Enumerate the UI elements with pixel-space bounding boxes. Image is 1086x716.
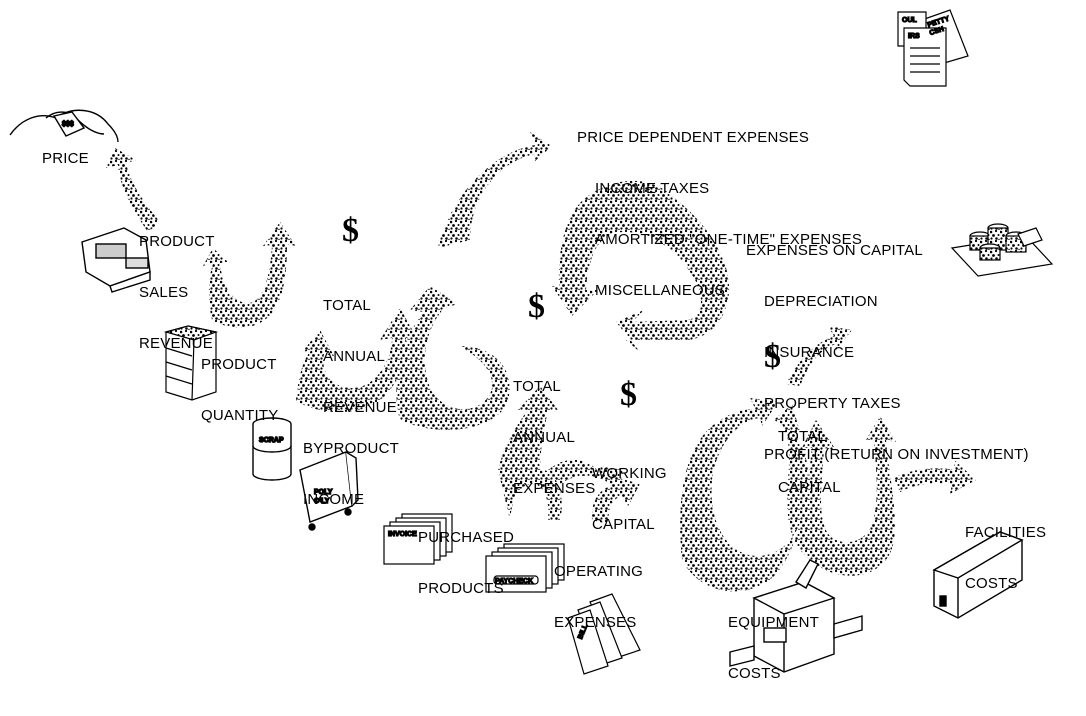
irs-text: IRS — [908, 33, 920, 40]
product-sales-revenue-line-2: SALES — [139, 284, 215, 301]
price-label: PRICE — [42, 150, 89, 167]
product-quantity-label: PRODUCT QUANTITY — [201, 322, 278, 458]
expenses-on-capital-heading: EXPENSES ON CAPITAL — [746, 242, 1029, 259]
dollar-sign-revenue: $ — [342, 214, 359, 248]
capital-item-depreciation: DEPRECIATION — [746, 293, 1029, 310]
oul-text: OUL — [902, 17, 918, 24]
working-capital-line-1: WORKING — [592, 465, 667, 482]
product-quantity-line-2: QUANTITY — [201, 407, 278, 424]
price-tag-icon: $$$ — [10, 110, 118, 142]
irs-forms-icon: OUL PETTY CSH IRS — [898, 10, 968, 86]
purchased-products-line-2: PRODUCTS — [418, 580, 514, 597]
product-quantity-line-1: PRODUCT — [201, 356, 278, 373]
byproduct-income-label: BYPRODUCT INCOME — [303, 406, 399, 542]
total-annual-expenses-label: TOTAL ANNUAL EXPENSES — [513, 344, 595, 531]
facilities-costs-label: FACILITIES COSTS — [965, 490, 1046, 626]
price-tag-text: $$$ — [62, 121, 74, 128]
operating-expenses-label: OPERATING EXPENSES — [554, 529, 643, 665]
total-annual-expenses-line-3: EXPENSES — [513, 480, 595, 497]
purchased-products-label: PURCHASED PRODUCTS — [418, 495, 514, 631]
equipment-costs-label: EQUIPMENT COSTS — [728, 580, 819, 716]
capital-item-profit: PROFIT (RETURN ON INVESTMENT) — [746, 446, 1029, 463]
total-annual-revenue-line-2: ANNUAL — [323, 348, 397, 365]
purchased-products-line-1: PURCHASED — [418, 529, 514, 546]
facilities-costs-line-1: FACILITIES — [965, 524, 1046, 541]
diagram-canvas: $$$ SCRAP — [0, 0, 1086, 685]
equipment-costs-line-2: COSTS — [728, 665, 819, 682]
price-dependent-heading: PRICE DEPENDENT EXPENSES — [577, 129, 862, 146]
total-annual-expenses-line-2: ANNUAL — [513, 429, 595, 446]
expenses-on-capital-block: EXPENSES ON CAPITAL DEPRECIATION INSURAN… — [746, 208, 1029, 497]
byproduct-income-line-1: BYPRODUCT — [303, 440, 399, 457]
byproduct-income-line-2: INCOME — [303, 491, 399, 508]
capital-item-insurance: INSURANCE — [746, 344, 1029, 361]
total-annual-revenue-line-1: TOTAL — [323, 297, 397, 314]
product-sales-revenue-line-1: PRODUCT — [139, 233, 215, 250]
operating-expenses-line-1: OPERATING — [554, 563, 643, 580]
facilities-costs-line-2: COSTS — [965, 575, 1046, 592]
dollar-sign-working-capital: $ — [620, 378, 637, 412]
capital-item-property-taxes: PROPERTY TAXES — [746, 395, 1029, 412]
price-dependent-item-income-taxes: INCOME TAXES — [577, 180, 862, 197]
dollar-sign-expenses: $ — [528, 290, 545, 324]
total-annual-expenses-line-1: TOTAL — [513, 378, 595, 395]
operating-expenses-line-2: EXPENSES — [554, 614, 643, 631]
equipment-costs-line-1: EQUIPMENT — [728, 614, 819, 631]
